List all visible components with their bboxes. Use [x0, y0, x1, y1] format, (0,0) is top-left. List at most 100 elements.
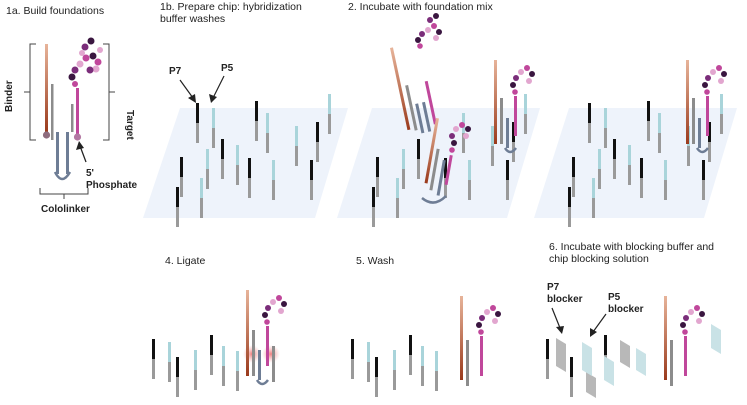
panel-1a-title: 1a. Build foundations	[6, 5, 104, 17]
p5-oligo	[628, 145, 631, 185]
panel-6-title-line2: chip blocking solution	[549, 253, 649, 265]
p5-oligo	[194, 350, 197, 390]
p5-oligo	[402, 149, 405, 189]
p5-oligo	[435, 351, 438, 391]
chip-strands-4	[152, 335, 239, 397]
chip-strands-6	[546, 335, 607, 397]
p7-oligo	[248, 158, 251, 198]
p5-oligo	[367, 342, 370, 382]
chip-strands-2b	[568, 94, 723, 227]
p7-oligo	[409, 335, 412, 375]
p7-oligo	[640, 158, 643, 198]
phosphate-label-line2: Phosphate	[86, 180, 138, 191]
p5-blocker-shape	[582, 342, 592, 376]
p5-oligo	[421, 346, 424, 386]
chip-strands-5	[351, 335, 438, 397]
p5-oligo	[200, 178, 203, 218]
p5-oligo	[266, 113, 269, 153]
p7-oligo	[572, 157, 575, 197]
target-protein	[68, 37, 103, 87]
p5-oligo	[295, 126, 298, 166]
p7-oligo	[506, 160, 509, 200]
p7-oligo	[546, 339, 549, 379]
cololinker-label: Cololinker	[41, 204, 90, 215]
p7-blocker-label-line1: P7	[547, 282, 560, 293]
linker-right	[66, 132, 69, 174]
p7-oligo	[316, 122, 319, 162]
p5-oligo	[272, 160, 275, 200]
p5-oligo	[328, 94, 331, 134]
chip-strands-1b	[176, 94, 331, 227]
p7-oligo	[588, 103, 591, 143]
p7-oligo	[310, 160, 313, 200]
target-protein-2a-1	[415, 13, 442, 49]
p5-oligo	[236, 145, 239, 185]
panel-6-title-line1: 6. Incubate with blocking buffer and	[549, 241, 714, 253]
p5-blocker-callout: P5 blocker	[590, 292, 644, 337]
target-label: Target	[124, 110, 135, 140]
p5-oligo	[396, 178, 399, 218]
p5-callout: P5	[209, 63, 234, 103]
p7-oligo	[702, 160, 705, 200]
panel-5-title: 5. Wash	[356, 255, 394, 267]
p5-oligo	[491, 126, 494, 166]
bound-foundation-2b	[686, 60, 727, 154]
phosphate-label-line1: 5'	[86, 168, 94, 179]
p7-oligo	[570, 357, 573, 397]
p5-oligo	[604, 108, 607, 148]
free-foundations-2a	[390, 13, 535, 204]
panel-1b-title-line1: 1b. Prepare chip: hybridization	[160, 1, 302, 13]
chip-surface-2a	[337, 108, 540, 218]
p5-oligo	[393, 350, 396, 390]
p5-oligo	[658, 113, 661, 153]
p7-callout: P7	[169, 66, 196, 103]
p5-oligo	[206, 149, 209, 189]
p7-blocker-label-line2: blocker	[547, 294, 583, 305]
p5-oligo	[236, 351, 239, 391]
foundation-construct: Binder Target	[4, 37, 138, 215]
panel-1b-title-line2: buffer washes	[160, 13, 225, 25]
p5-oligo	[468, 160, 471, 200]
binder-label: Binder	[4, 80, 15, 112]
p5-oligo	[524, 94, 527, 134]
panel-4-title: 4. Ligate	[165, 255, 205, 267]
p7-oligo	[221, 139, 224, 179]
p7-oligo	[351, 339, 354, 379]
panel-2-title: 2. Incubate with foundation mix	[348, 1, 494, 13]
p5-oligo	[168, 342, 171, 382]
p5-label: P5	[221, 63, 234, 74]
p7-oligo	[417, 139, 420, 179]
p5-oligo	[222, 346, 225, 386]
binder-strand	[45, 44, 48, 132]
p5-oligo	[462, 113, 465, 153]
ligated-foundation-4	[243, 290, 287, 386]
p7-blocker-shape	[556, 338, 566, 372]
blocked-foundation-6	[664, 296, 705, 386]
p7-oligo	[376, 157, 379, 197]
p7-oligo	[372, 187, 375, 227]
p5-oligo	[720, 94, 723, 134]
target-bracket	[103, 43, 110, 141]
p7-label: P7	[169, 66, 182, 77]
p7-oligo	[375, 357, 378, 397]
washed-foundation-5	[460, 296, 501, 386]
p7-blocker-callout: P7 blocker	[547, 282, 583, 334]
p7-oligo	[152, 339, 155, 379]
p7-oligo	[708, 122, 711, 162]
p5-oligo	[598, 149, 601, 189]
cololinker-bracket	[39, 188, 89, 195]
ligation-glow-right	[262, 345, 280, 363]
p5-oligo	[664, 160, 667, 200]
p7-oligo	[176, 187, 179, 227]
target-protein-2a-2	[449, 122, 471, 153]
blockers-6	[556, 324, 721, 398]
p7-oligo	[613, 139, 616, 179]
binder-bracket	[29, 43, 36, 141]
p7-oligo	[210, 335, 213, 375]
p7-oligo	[176, 357, 179, 397]
p7-oligo	[568, 187, 571, 227]
p5-blocker-label-line2: blocker	[608, 304, 644, 315]
p7-oligo	[444, 158, 447, 198]
p7-oligo	[196, 103, 199, 143]
